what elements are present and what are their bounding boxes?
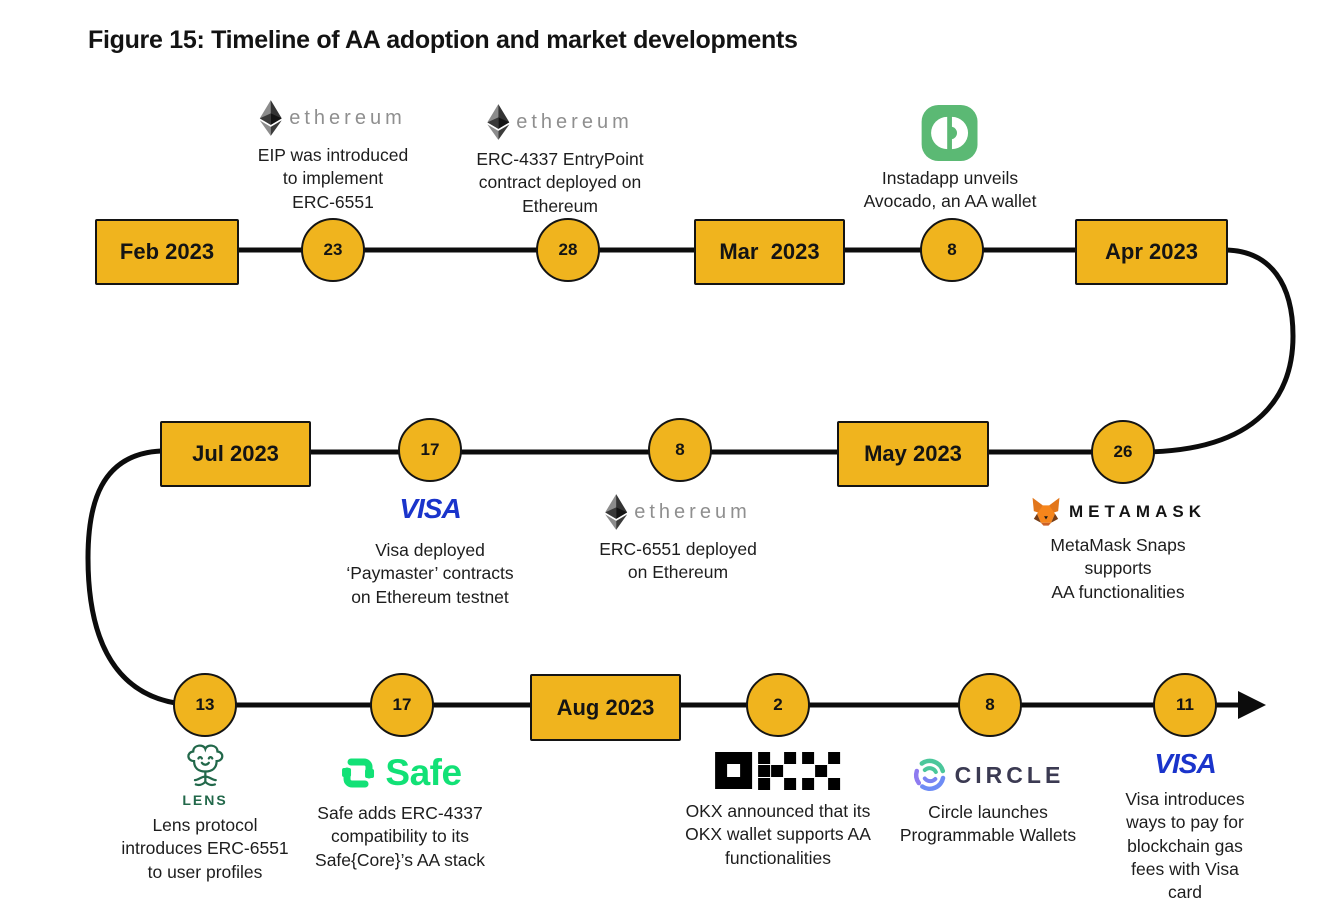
ethereum-brand: ethereum <box>605 494 751 530</box>
day-label: 28 <box>558 240 578 259</box>
month-label: Apr 2023 <box>1105 239 1198 264</box>
ethereum-icon <box>605 494 628 530</box>
event-instadapp-avocado: Instadapp unveils Avocado, an AA wallet <box>863 105 1037 214</box>
day-circle-jul-13: 13 <box>173 673 237 737</box>
day-label: 8 <box>947 240 957 259</box>
day-label: 11 <box>1176 695 1194 714</box>
event-lens-protocol: LENS Lens protocol introduces ERC-6551 t… <box>121 742 289 884</box>
month-label: Mar 2023 <box>719 239 820 264</box>
circle-icon <box>913 758 946 791</box>
month-box-aug-2023: Aug 2023 <box>530 674 681 741</box>
ethereum-brand: ethereum <box>260 100 406 136</box>
day-circle-aug-2: 2 <box>746 673 810 737</box>
day-circle-aug-11: 11 <box>1153 673 1217 737</box>
visa-brand: VISA <box>1154 748 1216 780</box>
event-caption: Lens protocol introduces ERC-6551 to use… <box>121 815 289 882</box>
visa-brand: VISA <box>399 493 461 525</box>
event-erc-4337-entrypoint: ethereum ERC-4337 EntryPoint contract de… <box>476 104 644 218</box>
event-caption: Instadapp unveils Avocado, an AA wallet <box>863 168 1037 212</box>
day-circle-jul-17: 17 <box>370 673 434 737</box>
metamask-wordmark: METAMASK <box>1069 501 1206 521</box>
day-label: 13 <box>195 695 215 714</box>
day-circle-aug-8: 8 <box>958 673 1022 737</box>
event-caption: EIP was introduced to implement ERC-6551 <box>257 145 409 212</box>
day-circle-mar-8: 8 <box>920 218 984 282</box>
visa-logo: VISA <box>399 493 461 524</box>
day-label: 23 <box>323 240 343 259</box>
visa-logo: VISA <box>1154 748 1216 779</box>
month-label: Aug 2023 <box>556 694 655 720</box>
event-caption: ERC-4337 EntryPoint contract deployed on… <box>476 149 644 216</box>
figure-title: Figure 15: Timeline of AA adoption and m… <box>88 26 798 54</box>
lens-wordmark: LENS <box>182 792 228 808</box>
day-circle-feb-23: 23 <box>301 218 365 282</box>
event-metamask-snaps: METAMASK MetaMask Snaps supports AA func… <box>1016 497 1220 604</box>
safe-icon <box>342 758 375 788</box>
event-caption: Safe adds ERC-4337 compatibility to its … <box>315 803 485 870</box>
okx-letter-k <box>758 752 797 790</box>
day-label: 8 <box>985 695 995 714</box>
event-caption: ERC-6551 deployed on Ethereum <box>599 539 757 583</box>
metamask-fox-icon <box>1032 497 1060 526</box>
event-caption: MetaMask Snaps supports AA functionaliti… <box>1050 535 1186 602</box>
event-visa-gas-fees: VISA Visa introduces ways to pay for blo… <box>1117 748 1254 904</box>
day-label: 17 <box>420 440 440 459</box>
safe-wordmark: Safe <box>385 752 462 793</box>
instadapp-icon <box>921 105 978 161</box>
day-label: 26 <box>1113 442 1133 461</box>
circle-wordmark: CIRCLE <box>954 761 1065 788</box>
month-box-feb-2023: Feb 2023 <box>95 219 239 285</box>
month-box-mar-2023: Mar 2023 <box>694 219 845 285</box>
event-safe-erc-4337: Safe Safe adds ERC-4337 compatibility to… <box>315 752 485 872</box>
event-okx-wallet: OKX announced that its OKX wallet suppor… <box>685 752 871 870</box>
okx-letter-x <box>802 752 841 790</box>
month-label: May 2023 <box>864 441 962 466</box>
day-label: 2 <box>773 695 783 714</box>
ethereum-brand: ethereum <box>487 104 633 140</box>
ethereum-wordmark: ethereum <box>634 500 751 523</box>
day-circle-apr-26: 26 <box>1091 420 1155 484</box>
month-box-may-2023: May 2023 <box>837 421 989 487</box>
month-box-jul-2023: Jul 2023 <box>160 421 311 487</box>
day-label: 17 <box>392 695 412 714</box>
okx-logo <box>715 752 841 790</box>
event-erc-6551-deployed: ethereum ERC-6551 deployed on Ethereum <box>599 494 757 585</box>
month-box-apr-2023: Apr 2023 <box>1075 219 1228 285</box>
month-label: Jul 2023 <box>192 441 279 466</box>
circle-brand: CIRCLE <box>912 757 1065 793</box>
event-caption: OKX announced that its OKX wallet suppor… <box>685 801 871 868</box>
day-circle-jun-17: 17 <box>398 418 462 482</box>
metamask-brand: METAMASK <box>1030 497 1206 526</box>
day-circle-feb-28: 28 <box>536 218 600 282</box>
ethereum-wordmark: ethereum <box>516 110 633 133</box>
safe-brand: Safe <box>338 752 462 794</box>
event-caption: Visa introduces ways to pay for blockcha… <box>1125 789 1245 903</box>
month-label: Feb 2023 <box>119 239 215 264</box>
okx-letter-o <box>715 752 753 789</box>
event-caption: Visa deployed ‘Paymaster’ contracts on E… <box>346 540 514 607</box>
ethereum-icon <box>260 100 283 136</box>
arrow-head-icon <box>1238 691 1266 719</box>
ethereum-wordmark: ethereum <box>289 106 406 129</box>
event-caption: Circle launches Programmable Wallets <box>899 802 1077 846</box>
event-eip-6551: ethereum EIP was introduced to implement… <box>258 100 408 214</box>
lens-icon <box>186 744 224 787</box>
day-label: 8 <box>675 440 685 459</box>
event-circle-wallets: CIRCLE Circle launches Programmable Wall… <box>900 757 1076 848</box>
day-circle-may-8: 8 <box>648 418 712 482</box>
ethereum-icon <box>487 104 510 140</box>
event-visa-paymaster: VISA Visa deployed ‘Paymaster’ contracts… <box>346 493 513 609</box>
